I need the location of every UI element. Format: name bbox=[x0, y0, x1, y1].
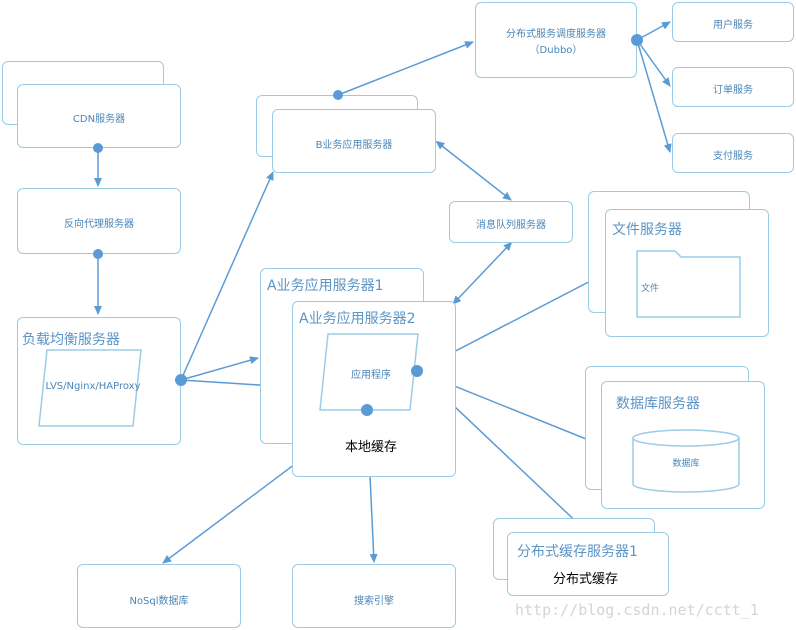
dubbo-label-line1: 分布式服务调度服务器 bbox=[506, 29, 606, 40]
edge-b-mq bbox=[435, 140, 512, 201]
dist-cache-server-title: 分布式缓存服务器1 bbox=[517, 544, 638, 560]
reverse-proxy-label: 反向代理服务器 bbox=[64, 219, 134, 230]
load-balancer-server: 负载均衡服务器 LVS/Nginx/HAProxy bbox=[17, 317, 181, 445]
order-service-label: 订单服务 bbox=[713, 85, 753, 96]
file-icon bbox=[636, 250, 741, 318]
b-app-server: B业务应用服务器 bbox=[272, 109, 436, 173]
load-balancer-title: 负载均衡服务器 bbox=[22, 332, 120, 348]
user-service-label: 用户服务 bbox=[713, 20, 753, 31]
nosql-label: NoSql数据库 bbox=[129, 596, 189, 607]
db-server-title: 数据库服务器 bbox=[616, 396, 700, 412]
message-queue-server: 消息队列服务器 bbox=[449, 201, 573, 243]
search-engine-label: 搜索引擎 bbox=[354, 596, 394, 607]
database-icon bbox=[632, 429, 740, 493]
edge-lb-b bbox=[180, 171, 274, 381]
file-server-title: 文件服务器 bbox=[612, 222, 682, 238]
app-program-shape bbox=[319, 333, 419, 411]
dist-cache-server: 分布式缓存服务器1 分布式缓存 bbox=[507, 532, 669, 596]
database-label: 数据库 bbox=[672, 459, 700, 469]
lb-software-label: LVS/Nginx/HAProxy bbox=[45, 381, 141, 392]
dubbo-label-line2: （Dubbo） bbox=[529, 45, 583, 56]
a-app-server-2: A业务应用服务器2 应用程序 本地缓存 bbox=[292, 301, 456, 477]
app-program-label: 应用程序 bbox=[351, 370, 391, 381]
b-app-server-label: B业务应用服务器 bbox=[315, 140, 393, 151]
db-server: 数据库服务器 数据库 bbox=[601, 381, 765, 509]
edge-dubbo-order bbox=[636, 39, 671, 87]
search-engine: 搜索引擎 bbox=[292, 564, 456, 628]
reverse-proxy-server: 反向代理服务器 bbox=[17, 188, 181, 254]
nosql-database: NoSql数据库 bbox=[77, 564, 241, 628]
edge-dubbo-user bbox=[636, 21, 671, 41]
file-server: 文件服务器 文件 bbox=[605, 209, 769, 337]
lb-software-shape bbox=[38, 349, 142, 427]
edge-lb-a1 bbox=[180, 356, 259, 381]
a-app-server-2-title: A业务应用服务器2 bbox=[299, 311, 416, 327]
user-service: 用户服务 bbox=[672, 2, 794, 42]
pay-service-label: 支付服务 bbox=[713, 151, 753, 162]
dubbo-scheduler-server: 分布式服务调度服务器 （Dubbo） bbox=[475, 2, 637, 78]
edge-dubbo-pay bbox=[636, 39, 672, 153]
order-service: 订单服务 bbox=[672, 67, 794, 107]
watermark: http://blog.csdn.net/cctt_1 bbox=[515, 601, 759, 619]
edge-b-dubbo bbox=[337, 41, 474, 96]
message-queue-label: 消息队列服务器 bbox=[476, 220, 546, 231]
cdn-server-label: CDN服务器 bbox=[72, 114, 126, 125]
cdn-server: CDN服务器 bbox=[17, 84, 181, 148]
pay-service: 支付服务 bbox=[672, 133, 794, 173]
dist-cache-label: 分布式缓存 bbox=[553, 572, 619, 587]
edge-mq-a2 bbox=[452, 241, 513, 305]
local-cache-label: 本地缓存 bbox=[345, 440, 398, 455]
file-label: 文件 bbox=[641, 284, 660, 294]
a-app-server-1-title: A业务应用服务器1 bbox=[267, 278, 384, 294]
